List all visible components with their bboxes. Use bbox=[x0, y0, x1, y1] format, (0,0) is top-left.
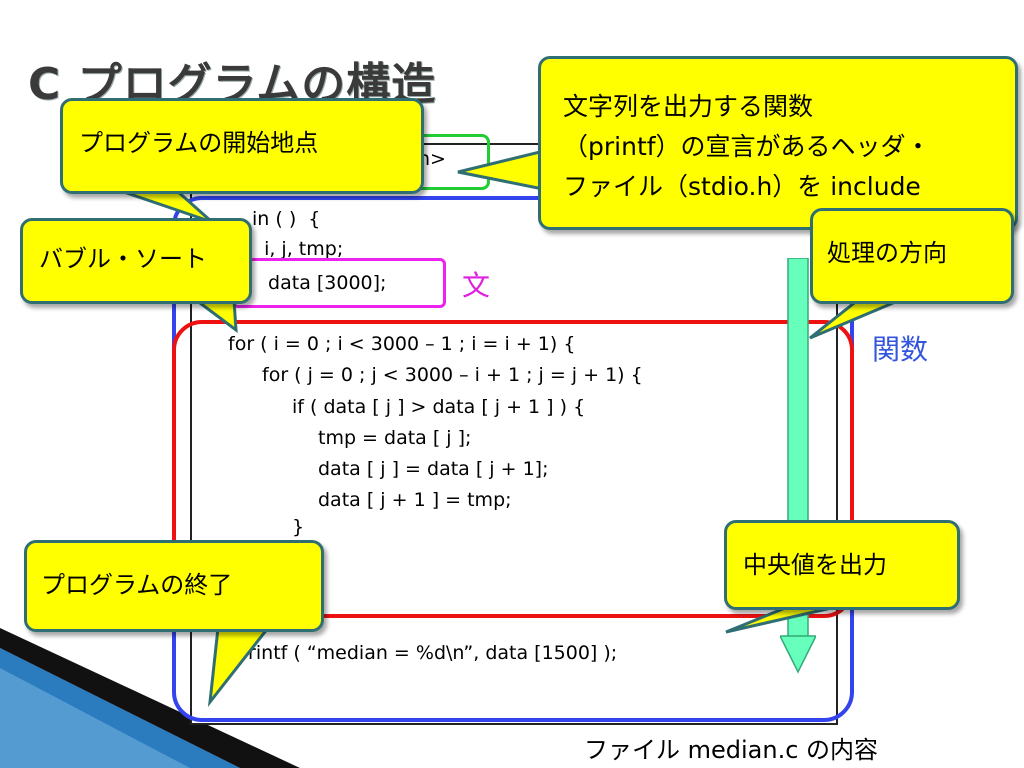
callout-direction-text: 処理の方向 bbox=[827, 239, 947, 267]
code-line-main: in ( ) { bbox=[252, 208, 321, 230]
callout-header-include-text: 文字列を出力する関数 （printf）の宣言があるヘッダ・ ファイル（stdio… bbox=[563, 92, 931, 201]
callout-median-output-text: 中央値を出力 bbox=[743, 551, 887, 579]
callout-program-end: プログラムの終了 bbox=[24, 540, 324, 632]
callout-median-output: 中央値を出力 bbox=[724, 520, 960, 610]
code-line-int-decl: i, j, tmp; bbox=[252, 238, 344, 260]
callout-bubble-sort: バブル・ソート bbox=[20, 218, 252, 304]
code-line-include: n> bbox=[418, 148, 446, 170]
callout-program-start-text: プログラムの開始地点 bbox=[79, 129, 319, 157]
code-file-box bbox=[190, 143, 838, 725]
code-line-for-j: for ( j = 0 ; j < 3000 – i + 1 ; j = j +… bbox=[262, 364, 643, 386]
callout-header-include: 文字列を出力する関数 （printf）の宣言があるヘッダ・ ファイル（stdio… bbox=[538, 56, 1018, 230]
file-caption: ファイル median.c の内容 bbox=[584, 736, 879, 764]
callout-program-start: プログラムの開始地点 bbox=[60, 98, 424, 194]
code-line-printf: printf ( “median = %d\n”, data [1500] ); bbox=[236, 642, 618, 664]
callout-bubble-sort-text: バブル・ソート bbox=[39, 245, 207, 273]
function-label: 関数 bbox=[872, 333, 929, 366]
statement-label: 文 bbox=[462, 269, 491, 302]
callout-direction: 処理の方向 bbox=[810, 208, 1014, 304]
code-line-swap2: data [ j + 1 ] = tmp; bbox=[318, 489, 512, 511]
code-line-for-i: for ( i = 0 ; i < 3000 – 1 ; i = i + 1) … bbox=[228, 333, 576, 355]
code-line-swap1: data [ j ] = data [ j + 1]; bbox=[318, 458, 549, 480]
code-line-if: if ( data [ j ] > data [ j + 1 ] ) { bbox=[292, 396, 586, 418]
code-line-data-decl: data [3000]; bbox=[262, 272, 387, 294]
corner-decoration bbox=[0, 628, 300, 768]
bubble-sort-frame bbox=[172, 320, 854, 618]
code-line-tmp: tmp = data [ j ]; bbox=[318, 427, 472, 449]
callout-program-end-text: プログラムの終了 bbox=[41, 571, 233, 599]
code-line-close-if: } bbox=[292, 516, 305, 538]
